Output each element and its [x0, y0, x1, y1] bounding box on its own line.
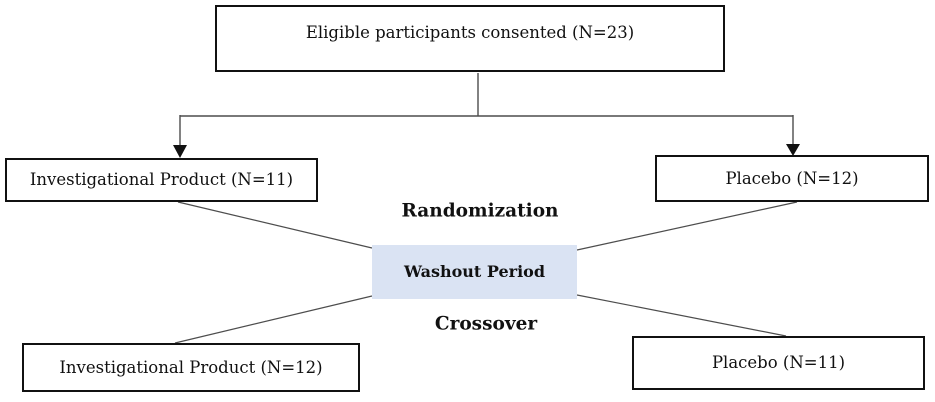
diagonal-arm1-left-to-washout — [177, 201, 373, 249]
diagonal-arm1-right-to-washout — [576, 201, 798, 251]
washout-period-box-label: Washout Period — [404, 262, 545, 282]
randomization-label: Randomization — [401, 200, 559, 222]
diagonal-washout-to-arm2-left — [174, 295, 373, 344]
left-arrowhead-icon — [173, 145, 187, 158]
arm2-investigational-box: Investigational Product (N=12) — [22, 343, 360, 392]
diagonal-washout-to-arm2-right — [576, 294, 787, 337]
washout-period-box: Washout Period — [372, 245, 577, 299]
enrollment-box-label: Eligible participants consented (N=23) — [305, 22, 635, 42]
arm2-placebo-box: Placebo (N=11) — [632, 336, 925, 390]
arm2-investigational-box-label: Investigational Product (N=12) — [59, 357, 323, 377]
enrollment-box: Eligible participants consented (N=23) — [215, 5, 725, 72]
crossover-label: Crossover — [434, 313, 538, 335]
arm1-placebo-box-label: Placebo (N=12) — [725, 168, 859, 188]
arm1-placebo-box: Placebo (N=12) — [655, 155, 929, 202]
right-arrowhead-icon — [786, 144, 800, 156]
arm1-investigational-box-label: Investigational Product (N=11) — [29, 170, 294, 190]
arm2-placebo-box-label: Placebo (N=11) — [711, 353, 846, 373]
arm1-investigational-box: Investigational Product (N=11) — [5, 158, 318, 202]
